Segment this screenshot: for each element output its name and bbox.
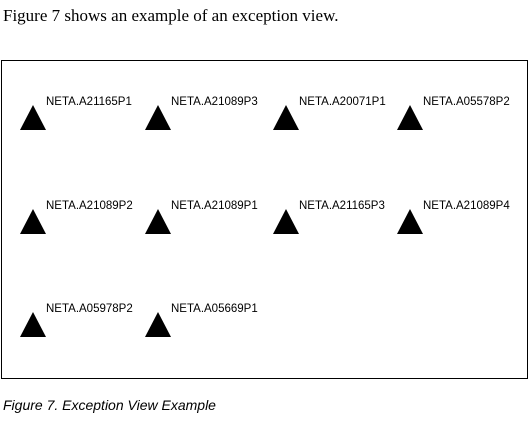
triangle-icon [145,209,171,234]
exception-node[interactable]: NETA.A20071P1 [273,96,403,136]
node-label: NETA.A20071P1 [299,96,386,108]
node-label: NETA.A21165P3 [299,200,385,212]
node-label: NETA.A05578P2 [423,96,510,108]
exception-node[interactable]: NETA.A21165P1 [20,96,150,136]
exception-node[interactable]: NETA.A21089P4 [397,200,527,240]
triangle-icon [273,105,299,130]
triangle-icon [20,105,46,130]
exception-node[interactable]: NETA.A21089P2 [20,200,150,240]
triangle-icon [397,209,423,234]
node-label: NETA.A21089P4 [423,200,510,212]
node-label: NETA.A21089P2 [46,200,133,212]
triangle-icon [397,105,423,130]
exception-view: NETA.A21165P1 NETA.A21089P3 NETA.A20071P… [1,60,528,379]
node-label: NETA.A05669P1 [171,303,258,315]
triangle-icon [20,209,46,234]
exception-node[interactable]: NETA.A21089P3 [145,96,275,136]
exception-node[interactable]: NETA.A05978P2 [20,303,150,343]
triangle-icon [20,312,46,337]
node-label: NETA.A21165P1 [46,96,132,108]
triangle-icon [145,105,171,130]
figure-caption: Figure 7. Exception View Example [3,397,216,413]
node-label: NETA.A05978P2 [46,303,133,315]
node-label: NETA.A21089P1 [171,200,258,212]
node-label: NETA.A21089P3 [171,96,258,108]
exception-node[interactable]: NETA.A21165P3 [273,200,403,240]
exception-node[interactable]: NETA.A05669P1 [145,303,275,343]
triangle-icon [273,209,299,234]
exception-node[interactable]: NETA.A05578P2 [397,96,527,136]
exception-node[interactable]: NETA.A21089P1 [145,200,275,240]
triangle-icon [145,312,171,337]
intro-paragraph: Figure 7 shows an example of an exceptio… [3,6,339,25]
